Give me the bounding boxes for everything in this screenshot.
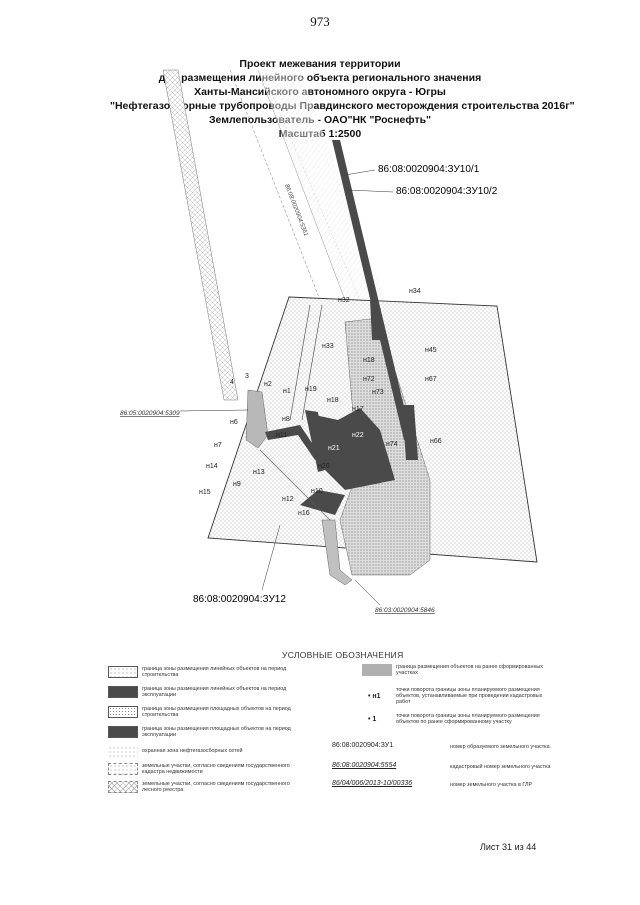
plot-zu10-1: 86:08:0020904:ЗУ10/1 [378, 164, 480, 175]
point-label: н22 [352, 432, 364, 439]
legend-turn-points-new: точки поворота границы зоны планируемого… [396, 687, 543, 706]
pipeline-zu10 [332, 140, 412, 440]
legend-swatch-protection-zone [108, 746, 138, 758]
legend-cadastral-code: 86:08:0020904:5554 [332, 762, 397, 769]
legend-marker-new-text: н1 [372, 693, 381, 700]
earlier-plot-west [245, 389, 269, 449]
legend-cadastral-label: кадастровый номер земельного участка [450, 764, 551, 770]
sheet-number: Лист 31 из 44 [480, 842, 537, 852]
legend-cadastre-land: земельные участки, согласно сведениям го… [142, 763, 290, 776]
leader-zu10-1 [344, 169, 376, 176]
pipeline-mid [305, 410, 325, 472]
leader-zu12 [261, 524, 281, 591]
legend-swatch-cadastre-land [108, 763, 138, 775]
point-label: н34 [409, 288, 421, 295]
turn-point-labels: н34 н32 н45 н33 н18 н72 н67 н73 4 3 н2 н… [199, 288, 442, 517]
point-label: н33 [322, 343, 334, 350]
point-label: н67 [425, 376, 437, 383]
legend-swatch-linear-construction [108, 666, 138, 678]
construction-line-3 [259, 449, 331, 521]
point-label: 3 [245, 373, 249, 380]
point-label: н14 [206, 463, 218, 470]
corridor-hatch [258, 70, 385, 300]
point-label: н17 [352, 406, 364, 413]
legend-marker-old-text: 1 [372, 716, 377, 723]
legend-swatch-area-construction [108, 706, 138, 718]
corridor-line-1 [229, 69, 321, 301]
construction-line-1 [289, 304, 311, 421]
legend-linear-construction: граница зоны размещения линейных объекто… [142, 666, 287, 679]
page-number: 973 [310, 14, 330, 29]
leader-5309 [179, 409, 249, 412]
point-label: н45 [425, 347, 437, 354]
legend-swatch-area-operation [108, 726, 138, 738]
legend-glr-code: 86/04/006/2013-10/00336 [332, 780, 413, 787]
point-label: н15 [199, 489, 211, 496]
leader-zu10-2 [347, 189, 394, 193]
point-label: н9 [233, 481, 241, 488]
point-label: н16 [298, 510, 310, 517]
legend-swatch-earlier-plots [362, 664, 392, 676]
pad-dark-south [300, 490, 345, 515]
legend-turn-points-old: точки поворота границы зоны планируемого… [396, 713, 540, 726]
earlier-plot-south [321, 519, 353, 586]
legend-protection-zone: охранная зона нефтегазосборных сетей [142, 748, 243, 754]
title-line-5: Землепользователь - ОАО"НК "Роснефть" [208, 114, 432, 126]
pipeline-branch [370, 300, 380, 340]
legend-heading: УСЛОВНЫЕ ОБОЗНАЧЕНИЯ [282, 650, 404, 660]
legend-linear-operation: граница зоны размещения линейных объекто… [142, 686, 287, 699]
title-line-2: для размещения линейного объекта региона… [158, 72, 482, 84]
point-label: н8 [282, 416, 290, 423]
point-label: н13 [253, 469, 265, 476]
point-label: н21 [328, 445, 340, 452]
cadastral-5846: 86:03:0020904:5846 [375, 607, 435, 614]
point-label: н32 [338, 297, 350, 304]
point-label: н74 [386, 441, 398, 448]
point-label: н10 [311, 488, 323, 495]
point-label: н18 [363, 357, 375, 364]
legend-earlier-plots: граница размещения объектов на ранее сфо… [396, 664, 543, 677]
point-label: н1 [283, 388, 291, 395]
point-label: н11 [276, 432, 287, 439]
legend-formed-label: номер образуемого земельного участка [450, 744, 550, 750]
title-line-4: "Нефтегазосборные трубопроводы Правдинск… [110, 100, 575, 112]
plot-zu12: 86:08:0020904:ЗУ12 [193, 594, 286, 605]
legend-area-operation: граница зоны размещения площадных объект… [142, 726, 291, 739]
point-label: н6 [230, 419, 238, 426]
point-label: н19 [305, 386, 317, 393]
point-label: н72 [363, 376, 375, 383]
point-label: н12 [282, 496, 294, 503]
title-line-3: Ханты-Мансийского автономного округа - Ю… [194, 86, 446, 98]
legend-marker-new: • н1 [368, 693, 381, 700]
legend-forest-land: земельные участки, согласно сведениям го… [142, 781, 290, 794]
point-label: н18 [327, 397, 339, 404]
point-label: 4 [230, 379, 234, 386]
pipeline-west [265, 425, 320, 460]
left-forest-strip [162, 69, 239, 401]
point-label: н66 [430, 438, 442, 445]
title-line-1: Проект межевания территории [239, 58, 401, 70]
cadastral-5309: 86:05:0020904:5309 [120, 410, 180, 417]
point-label: н20 [318, 463, 330, 470]
legend-swatch-linear-operation [108, 686, 138, 698]
pipeline-east-block [402, 405, 418, 460]
point-label: н73 [372, 389, 384, 396]
point-label: н7 [214, 442, 222, 449]
legend-glr-label: номер земельного участка в ГЛР [450, 782, 533, 788]
leader-5846 [354, 579, 381, 606]
point-label: н2 [264, 381, 272, 388]
plot-zu10-2: 86:08:0020904:ЗУ10/2 [396, 186, 498, 197]
construction-line-2 [301, 304, 323, 421]
legend-marker-old: • 1 [368, 716, 377, 723]
pad-dark [315, 408, 395, 490]
legend-formed-code: 86:08:0020904:ЗУ1 [332, 742, 394, 749]
legend-swatch-forest-land [108, 781, 138, 793]
legend-area-construction: граница зоны размещения площадных объект… [142, 706, 291, 719]
